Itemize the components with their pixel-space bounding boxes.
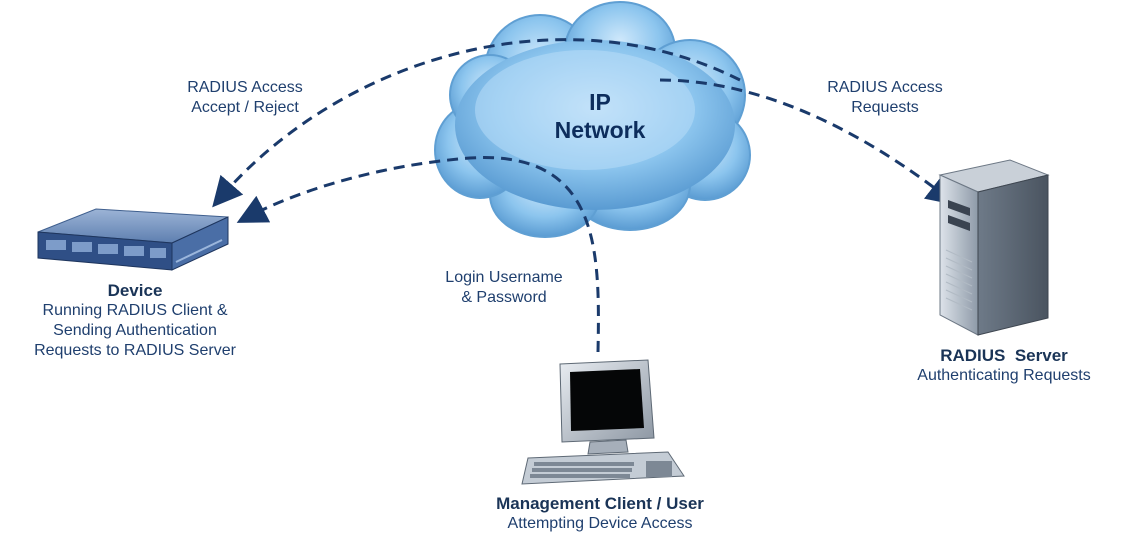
computer-icon xyxy=(521,359,685,485)
device-line2: Sending Authentication xyxy=(53,322,217,339)
cloud-label-line1: IP xyxy=(589,89,611,115)
cloud-label: IP Network xyxy=(545,88,655,144)
requests-line2: Requests xyxy=(851,99,919,116)
accept-reject-label: RADIUS Access Accept / Reject xyxy=(160,78,330,118)
device-title: Device xyxy=(107,281,163,300)
requests-label: RADIUS Access Requests xyxy=(800,78,970,118)
client-title: Management Client / User xyxy=(496,494,704,513)
device-line3: Requests to RADIUS Server xyxy=(34,342,236,359)
device-icon xyxy=(37,208,229,271)
client-caption: Management Client / User Attempting Devi… xyxy=(450,494,750,534)
server-icon xyxy=(938,159,1050,336)
server-title: RADIUS Server xyxy=(940,346,1068,365)
login-line2: & Password xyxy=(461,289,547,306)
client-subtitle: Attempting Device Access xyxy=(507,515,693,532)
device-caption: Device Running RADIUS Client & Sending A… xyxy=(0,281,270,361)
login-line1: Login Username xyxy=(445,269,563,286)
requests-line1: RADIUS Access xyxy=(827,79,943,96)
server-subtitle: Authenticating Requests xyxy=(917,367,1091,384)
login-arrow xyxy=(236,156,600,353)
login-label: Login Username & Password xyxy=(424,268,584,308)
accept-reject-arrow xyxy=(212,38,741,208)
accept-reject-line1: RADIUS Access xyxy=(187,79,303,96)
device-line1: Running RADIUS Client & xyxy=(42,302,228,319)
accept-reject-line2: Accept / Reject xyxy=(191,99,299,116)
cloud-label-line2: Network xyxy=(554,117,646,143)
requests-arrow xyxy=(659,78,957,206)
server-caption: RADIUS Server Authenticating Requests xyxy=(870,346,1138,386)
cloud-icon xyxy=(434,1,751,238)
